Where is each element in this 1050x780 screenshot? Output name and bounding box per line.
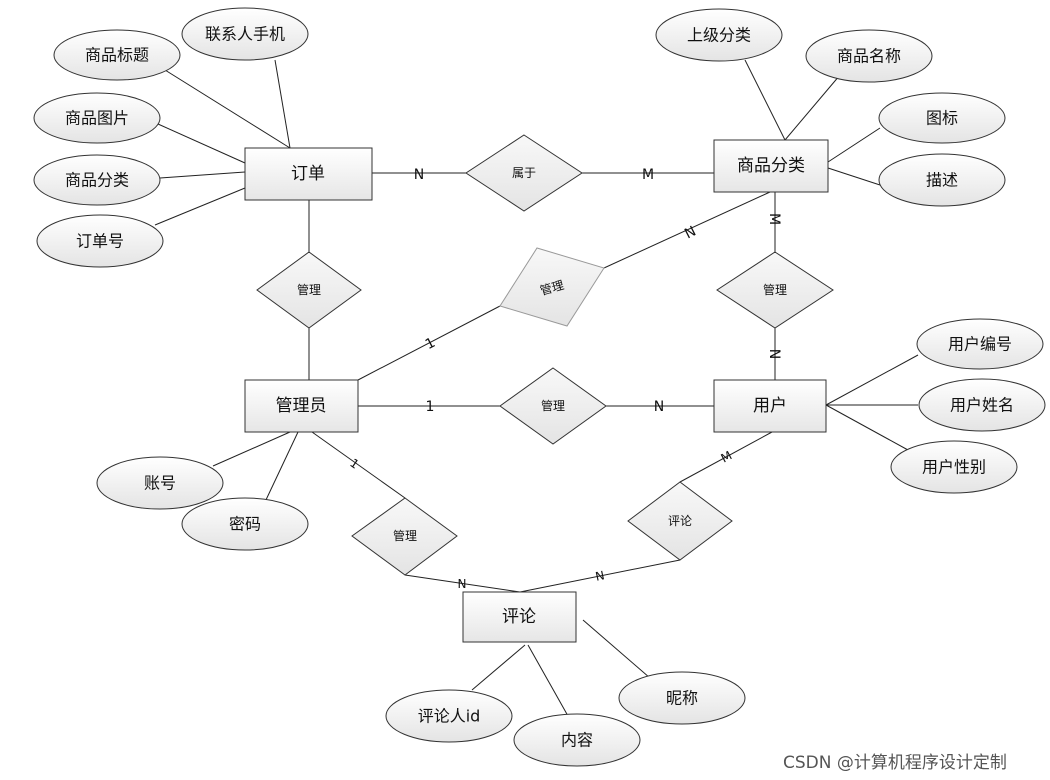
attribute-labels: 商品标题 联系人手机 商品图片 商品分类 订单号 上级分类 商品名称 图标 描述… [65,25,1014,750]
rel-manage-user: 管理 [541,398,565,413]
entity-order: 订单 [291,164,325,184]
cardinality-cat-user-cat: M [766,213,782,225]
attr-order-image: 商品图片 [65,109,129,128]
attr-order-category: 商品分类 [65,171,129,190]
attr-comment-content: 内容 [561,731,593,750]
cardinality-user-comment-user: M [719,448,735,465]
attr-user-gender: 用户性别 [922,458,986,477]
rel-manage-order: 管理 [297,282,321,297]
attr-admin-account: 账号 [144,474,176,493]
attr-order-title: 商品标题 [85,46,149,65]
attr-order-number: 订单号 [76,232,124,251]
entity-admin: 管理员 [276,396,327,416]
cardinality-category-belongs: M [642,167,654,183]
cardinality-admin-category-admin: 1 [423,335,438,353]
cardinality-user-comment-comment: N [594,568,606,584]
cardinality-cat-user-user: N [766,349,782,359]
relationship-labels: 属于 管理 管理 管理 管理 管理 评论 [297,166,787,543]
cardinality-labels: N M 1 N M N 1 N 1 N M N [347,167,782,591]
cardinality-admin-user-user: N [654,399,664,415]
entity-shapes [244,139,829,643]
entity-user: 用户 [753,396,787,416]
rel-belongs-to: 属于 [512,166,536,180]
attr-category-icon: 图标 [926,109,958,128]
attr-admin-password: 密码 [229,515,261,534]
attr-user-name: 用户姓名 [950,396,1014,415]
rel-manage-user-category: 管理 [763,282,787,297]
rel-manage-category: 管理 [538,277,565,298]
attribute-shapes [33,7,1046,767]
attr-category-desc: 描述 [926,171,958,190]
relationship-shapes [256,134,834,576]
rel-manage-comment: 管理 [393,528,417,543]
entity-comment: 评论 [502,607,536,627]
rel-user-comment: 评论 [668,514,692,528]
attr-comment-nickname: 昵称 [666,689,698,708]
cardinality-admin-user-admin: 1 [426,399,435,415]
attr-user-number: 用户编号 [948,335,1012,354]
attr-order-contact-phone: 联系人手机 [205,25,285,44]
watermark: CSDN @计算机程序设计定制 [783,753,1007,773]
attr-comment-author-id: 评论人id [418,707,481,726]
cardinality-admin-comment-comment: N [458,577,467,591]
entity-category: 商品分类 [737,156,805,176]
cardinality-order-belongs: N [414,167,424,183]
connector-lines [154,59,919,717]
attr-category-parent: 上级分类 [687,26,751,45]
attr-category-name: 商品名称 [837,47,901,66]
entity-labels: 订单 商品分类 管理员 用户 评论 [276,156,806,627]
